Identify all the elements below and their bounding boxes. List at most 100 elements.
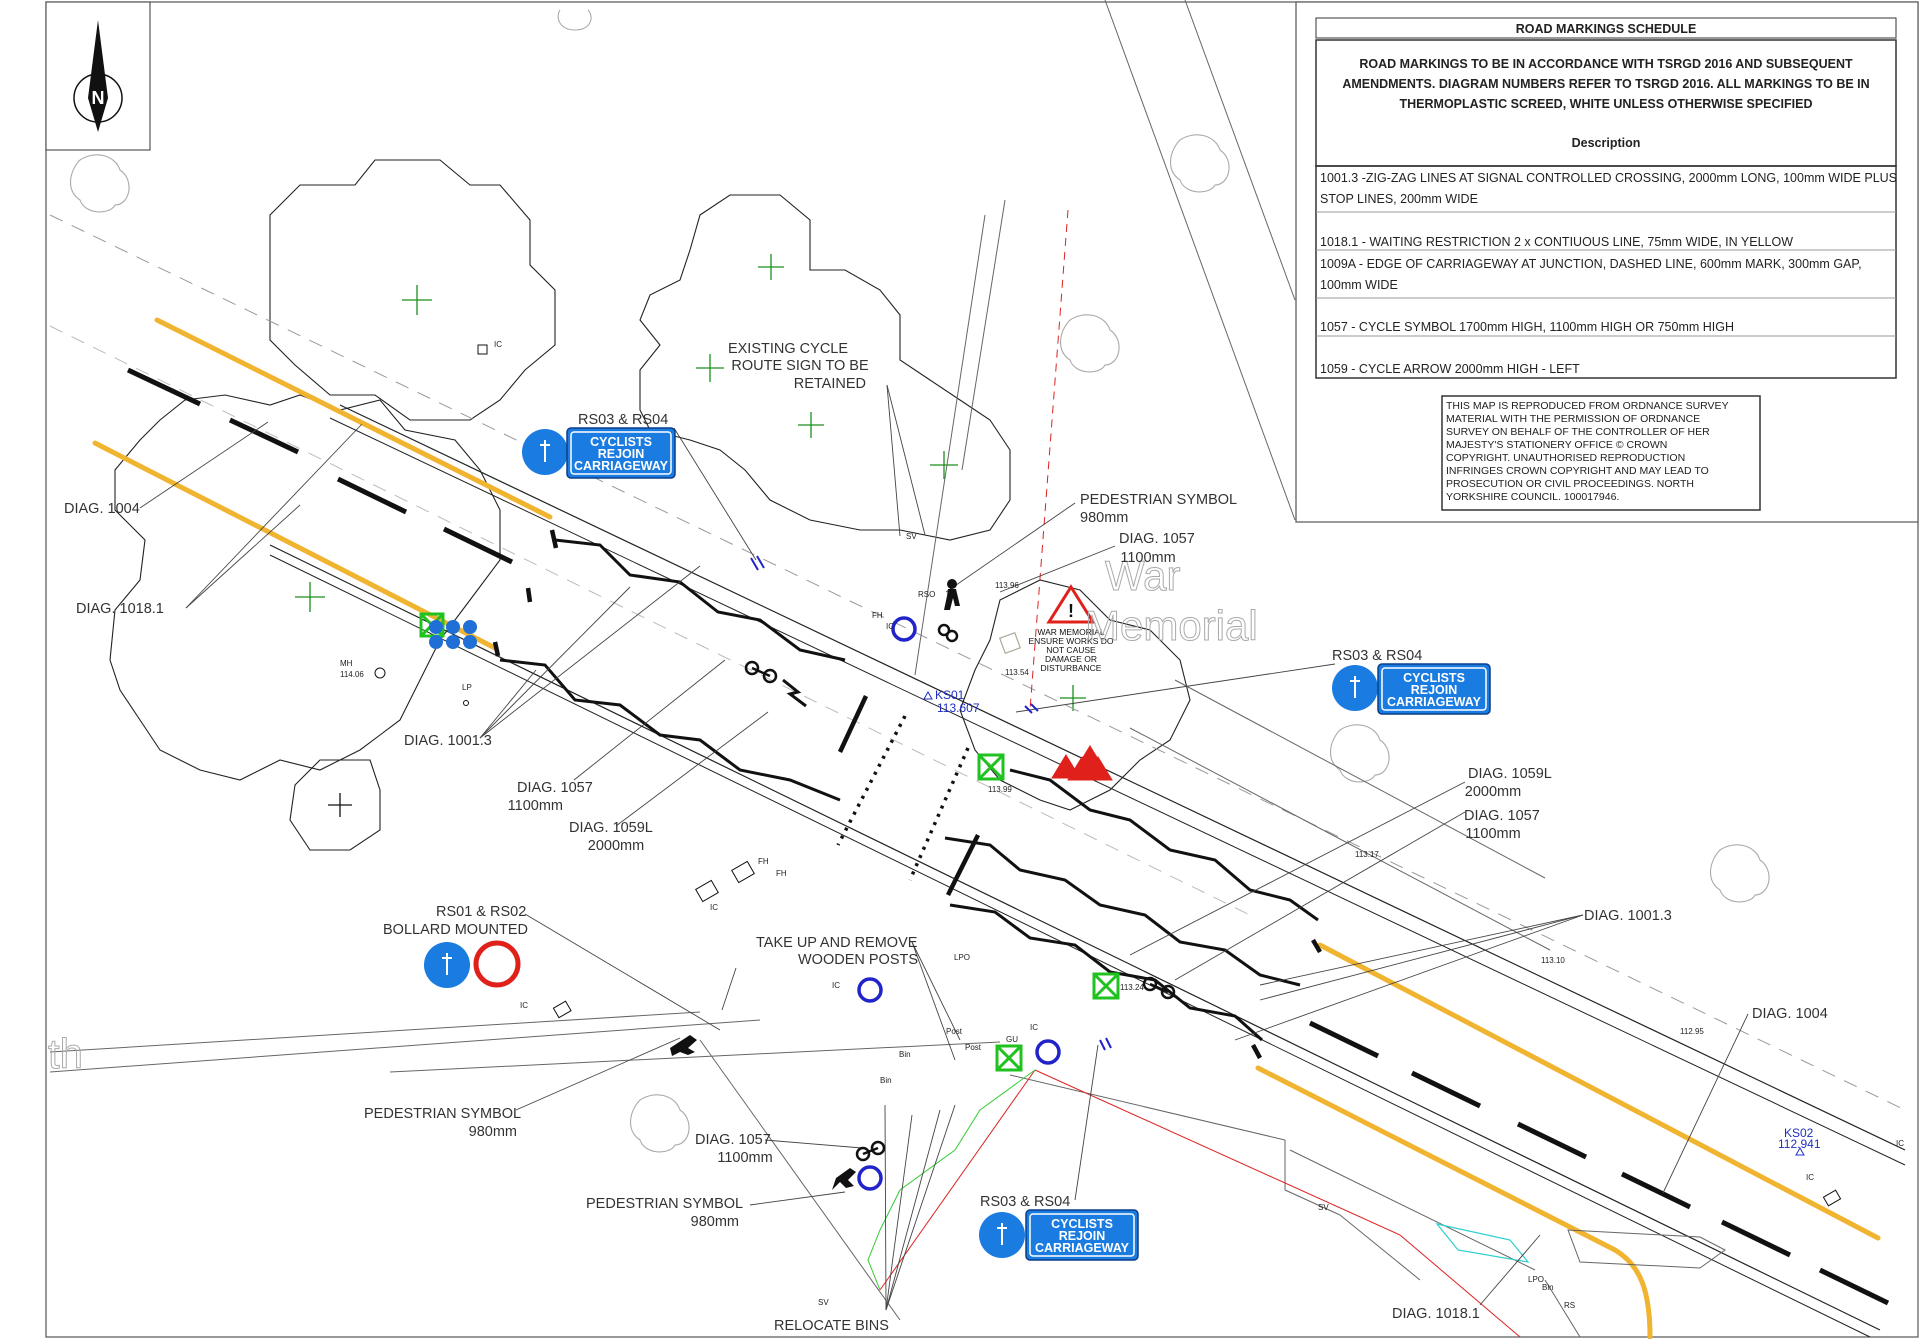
schedule-description-header: Description: [1572, 136, 1641, 150]
os-notice-line: YORKSHIRE COUNCIL. 100017946.: [1446, 491, 1619, 503]
memorial-plinth: [998, 631, 1022, 655]
tree-outline-small: [557, 9, 592, 31]
tree-centre-marks: [295, 254, 1086, 711]
centre-line-dashes: [126, 367, 1890, 1306]
existing-sign-label: EXISTING CYCLE: [728, 341, 848, 357]
warning-text: ENSURE WORKS DO: [1028, 636, 1113, 646]
crossing-studs: [836, 715, 970, 881]
diag-1057-label: DIAG. 1057: [695, 1132, 771, 1148]
diag-1004-label: DIAG. 1004: [64, 501, 140, 517]
os-notice-line: MAJESTY'S STATIONERY OFFICE © CROWN: [1446, 439, 1667, 451]
cyclists-rejoin-sign-1: CYCLISTS REJOIN CARRIAGEWAY: [522, 427, 676, 479]
annotation-labels: EXISTING CYCLE ROUTE SIGN TO BE RETAINED…: [64, 341, 1828, 1334]
pedestrian-symbol-label: PEDESTRIAN SYMBOL: [364, 1106, 521, 1122]
warning-triangles: [1051, 745, 1113, 781]
sign-text: CARRIAGEWAY: [1387, 695, 1482, 709]
spot-code: SV: [1318, 1203, 1329, 1212]
os-notice-line: INFRINGES CROWN COPYRIGHT AND MAY LEAD T…: [1446, 465, 1709, 477]
diag-1057-size: 1100mm: [1465, 826, 1520, 842]
spot-code: Post: [946, 1027, 963, 1036]
diag-1059l-size: 2000mm: [1465, 784, 1521, 800]
survey-square: [977, 753, 1005, 781]
tree-centre-marks-black: [328, 793, 352, 817]
spot-code: IC: [494, 340, 502, 349]
planter-outline: [1435, 1223, 1530, 1263]
pedestrian-symbol-size: 980mm: [1080, 510, 1128, 526]
os-notice-line: PROSECUTION OR CIVIL PROCEEDINGS. NORTH: [1446, 478, 1694, 490]
rs03-rs04-label: RS03 & RS04: [1332, 648, 1422, 664]
tree-canopy-small: [289, 759, 381, 851]
spot-code: FH: [776, 869, 787, 878]
existing-sign-label: RETAINED: [794, 376, 866, 392]
war-memorial-warning-sign: !: [1046, 584, 1096, 624]
ks01-level: 113.607: [937, 701, 980, 715]
pedestrian-symbol-size: 980mm: [469, 1124, 517, 1140]
tree-outline-small: [1060, 314, 1120, 373]
sign-text: CYCLISTS: [1051, 1217, 1113, 1231]
diag-1059l-label: DIAG. 1059L: [1468, 766, 1552, 782]
sheet-border: [45, 1, 1919, 1338]
diag-1018-1-label: DIAG. 1018.1: [1392, 1306, 1480, 1322]
survey-level-labels: KS01 113.607 KS02 112.941 113.96 113.54 …: [340, 340, 1904, 1310]
north-arrow-icon: N: [45, 1, 151, 151]
war-memorial-warning-text: WAR MEMORIAL ENSURE WORKS DO NOT CAUSE D…: [1028, 627, 1113, 673]
tree-outline-small: [1170, 134, 1230, 193]
spot-code: IC: [1030, 1023, 1038, 1032]
sign-text: CARRIAGEWAY: [1035, 1241, 1130, 1255]
path-label-fragment: th: [48, 1030, 83, 1077]
tree-canopy-large: [269, 159, 556, 421]
stop-lines: [492, 529, 1322, 1060]
warning-text: WAR MEMORIAL: [1037, 627, 1104, 637]
pedestrian-symbol-size: 980mm: [691, 1214, 739, 1230]
schedule-note-line: ROAD MARKINGS TO BE IN ACCORDANCE WITH T…: [1359, 57, 1853, 71]
survey-square: [419, 612, 445, 638]
diag-1018-1-label: DIAG. 1018.1: [76, 601, 164, 617]
tree-canopies: [70, 9, 1770, 1153]
os-notice-line: COPYRIGHT. UNAUTHORISED REPRODUCTION: [1446, 452, 1685, 464]
os-notice-line: SURVEY ON BEHALF OF THE CONTROLLER OF HE…: [1446, 426, 1710, 438]
leader-lines: [139, 384, 1749, 1311]
spot-code: GU: [1006, 1035, 1018, 1044]
schedule-heading: ROAD MARKINGS SCHEDULE: [1516, 22, 1697, 36]
spot-level: 113.24: [1120, 983, 1144, 992]
zig-zag-markings: [499, 538, 1319, 1042]
sign-post-icons: [857, 616, 1061, 1191]
cycle-arrow-icon: [782, 678, 807, 708]
spot-code: SV: [906, 532, 917, 541]
carriageway-edges: [49, 214, 1906, 1338]
tree-outline-small: [630, 1094, 690, 1153]
schedule-row-text: 100mm WIDE: [1320, 278, 1398, 292]
tree-canopy-memorial: [959, 579, 1191, 811]
spot-code: IC: [520, 1001, 528, 1010]
sign-text: CYCLISTS: [590, 435, 652, 449]
spot-level: 112.95: [1680, 1027, 1704, 1036]
warning-text: DISTURBANCE: [1041, 663, 1102, 673]
schedule-row-text: 1018.1 - WAITING RESTRICTION 2 x CONTIUO…: [1320, 235, 1793, 249]
rs01-rs02-sign-icons: [424, 940, 521, 988]
sign-text: REJOIN: [1411, 683, 1458, 697]
diag-1057-label: DIAG. 1057: [1119, 531, 1195, 547]
survey-square: [1092, 972, 1120, 1000]
spot-level: 113.10: [1541, 956, 1565, 965]
spot-level: 113.99: [988, 785, 1012, 794]
regulatory-sign-marks: [750, 555, 1112, 1051]
svg-text:!: !: [1068, 601, 1074, 621]
spot-code: Post: [965, 1043, 982, 1052]
spot-code: IC: [1806, 1173, 1814, 1182]
rs03-rs04-label: RS03 & RS04: [578, 412, 668, 428]
rs03-rs04-label: RS03 & RS04: [980, 1194, 1070, 1210]
pedestrian-symbol-icon: [670, 579, 960, 1190]
schedule-row-text: 1009A - EDGE OF CARRIAGEWAY AT JUNCTION,…: [1320, 257, 1862, 271]
diag-1001-3-label: DIAG. 1001.3: [404, 733, 492, 749]
diag-1059l-label: DIAG. 1059L: [569, 820, 653, 836]
spot-level: 113.96: [995, 581, 1019, 590]
schedule-note-line: AMENDMENTS. DIAGRAM NUMBERS REFER TO TSR…: [1342, 77, 1869, 91]
spot-level: 113.17: [1355, 850, 1379, 859]
sign-text: CYCLISTS: [1403, 671, 1465, 685]
ks01-label: KS01: [935, 688, 965, 702]
ks02-level: 112.941: [1778, 1137, 1821, 1151]
schedule-row-text: 1057 - CYCLE SYMBOL 1700mm HIGH, 1100mm …: [1320, 320, 1734, 334]
utility-line-green: [867, 1069, 1036, 1291]
spot-code: RS: [1564, 1301, 1575, 1310]
